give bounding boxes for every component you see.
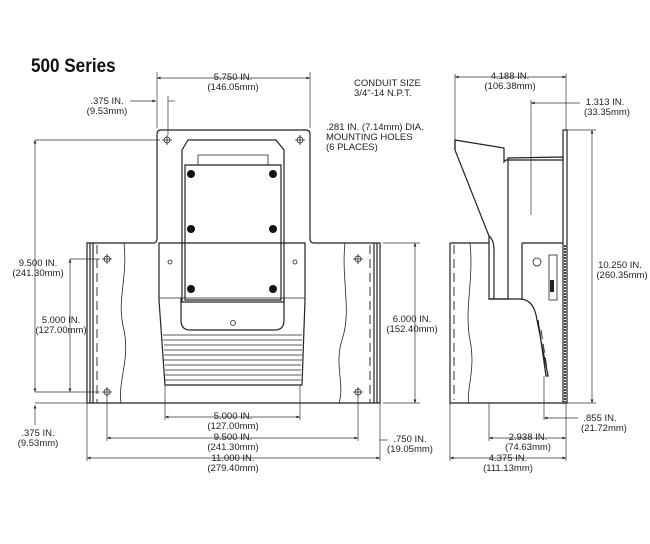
dim-bottom-offset-mm: (9.53mm) [18, 438, 59, 449]
dim-total-height-mm: (260.35mm) [596, 270, 647, 281]
dim-total-width-in: 11.000 IN. [211, 453, 254, 464]
dim-total-depth-in: 4.375 IN. [489, 453, 528, 464]
dim-right-height-mm: (152.40mm) [386, 324, 437, 335]
dim-top-offset-mm: (9.53mm) [87, 106, 128, 117]
dim-left-height-mm: (241.30mm) [12, 268, 63, 279]
pedal-ribs [163, 334, 302, 381]
front-view [33, 72, 420, 461]
dim-conduit-offset-in: 1.313 IN. [586, 97, 625, 108]
dim-bottom-offset-in: .375 IN. [21, 428, 54, 439]
dim-top-width-in: 5.750 IN. [214, 72, 253, 83]
dim-conduit-offset-mm: (33.35mm) [584, 107, 630, 118]
holes-label-2: MOUNTING HOLES [326, 132, 413, 143]
dim-edge-offset-mm: (19.05mm) [387, 444, 433, 455]
side-dimension-labels: 4.188 IN. (106.38mm) 1.313 IN. (33.35mm)… [483, 71, 648, 474]
dim-hole-span-in: 9.500 IN. [214, 432, 253, 443]
dim-hole-vertical-in: 5.000 IN. [42, 315, 81, 326]
dim-mid-depth-mm: (74.63mm) [505, 442, 551, 453]
dim-inner-width-mm: (127.00mm) [207, 421, 258, 432]
page-title: 500 Series [31, 56, 116, 77]
dim-top-offset-in: .375 IN. [90, 96, 123, 107]
dim-pedal-offset-in: .855 IN. [583, 413, 616, 424]
dim-total-depth-mm: (111.13mm) [483, 463, 533, 474]
dim-top-depth-mm: (106.38mm) [484, 81, 535, 92]
dim-hole-vertical-mm: (127.00mm) [35, 325, 86, 336]
dim-hole-span-mm: (241.30mm) [207, 442, 258, 453]
dim-pedal-offset-mm: (21.72mm) [581, 423, 627, 434]
dim-top-width-mm: (146.05mm) [207, 82, 258, 93]
dim-right-height-in: 6.000 IN. [393, 314, 432, 325]
notes: CONDUIT SIZE 3/4"-14 N.P.T. .281 IN. (7.… [326, 78, 424, 153]
dim-total-width-mm: (279.40mm) [207, 463, 258, 474]
front-dimension-labels: 5.750 IN. (146.05mm) .375 IN. (9.53mm) 9… [12, 72, 437, 474]
holes-label-3: (6 PLACES) [326, 142, 378, 153]
dim-total-height-in: 10.250 IN. [598, 260, 642, 271]
mounting-hole-icons [102, 135, 363, 397]
enclosure-screws [187, 170, 277, 293]
dim-inner-width-in: 5.000 IN. [214, 411, 253, 422]
dim-mid-depth-in: 2.938 IN. [509, 432, 548, 443]
dim-left-height-in: 9.500 IN. [19, 258, 58, 269]
holes-label: .281 IN. (7.14mm) DIA. [326, 122, 424, 133]
conduit-size-label: CONDUIT SIZE [354, 78, 421, 89]
dim-top-depth-in: 4.188 IN. [491, 71, 530, 82]
dim-edge-offset-in: .750 IN. [393, 434, 426, 445]
side-view [449, 74, 596, 461]
conduit-size-value: 3/4"-14 N.P.T. [354, 88, 412, 99]
